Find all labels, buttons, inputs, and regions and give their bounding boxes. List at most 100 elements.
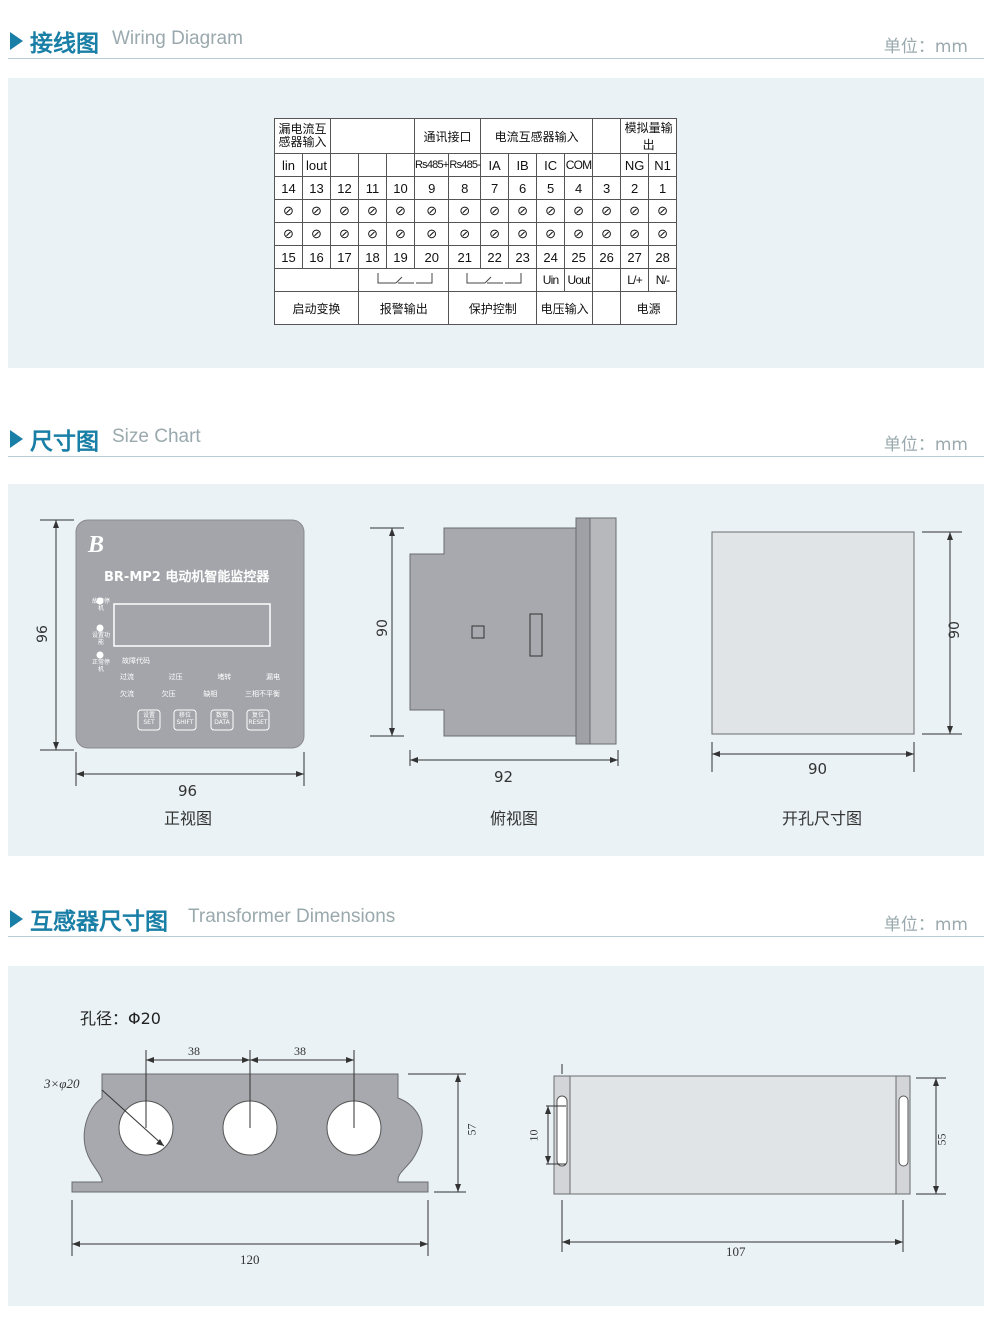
- fault-code-title: 故障代码: [122, 657, 150, 665]
- fault-code: 过压: [168, 673, 183, 681]
- group-protect-control: 保护控制: [448, 291, 538, 325]
- terminal-number: 7: [480, 176, 510, 200]
- screw-icon: ⊘: [330, 199, 359, 223]
- group-alarm-out: 报警输出: [357, 291, 450, 325]
- terminal-number: 26: [592, 245, 622, 269]
- section-title-cn: 互感器尺寸图: [30, 909, 168, 935]
- fault-code: 缺相: [203, 690, 218, 698]
- section-title-en: Wiring Diagram: [112, 28, 243, 49]
- button-cn: 数据: [215, 712, 228, 719]
- screw-icon: ⊘: [620, 199, 650, 223]
- front-view-logo: B: [88, 532, 105, 558]
- section-title-cn: 接线图: [30, 31, 99, 57]
- cutout-view-drawing: [711, 531, 962, 772]
- terminal-number: 1: [648, 176, 678, 200]
- signal-lout: lout: [302, 153, 331, 177]
- group-leak-input: 漏电流互感器输入: [274, 118, 331, 154]
- terminal-number: 2: [620, 176, 650, 200]
- front-view-drawing: [40, 519, 305, 786]
- terminal-number: 28: [648, 245, 678, 269]
- section-header-transformer: 互感器尺寸图 Transformer Dimensions 单位：mm: [8, 892, 984, 937]
- unit-label: 单位：mm: [883, 915, 968, 935]
- right-height-dim: 55: [934, 1133, 949, 1146]
- fault-code: 漏电: [265, 673, 280, 681]
- terminal-number: 22: [480, 245, 510, 269]
- top-view-drawing: [370, 517, 619, 766]
- relay-contact-icon: [357, 268, 450, 292]
- group-ct-input: 电流互感器输入: [480, 118, 594, 154]
- screw-icon: ⊘: [648, 199, 678, 223]
- screw-icon: ⊘: [508, 199, 538, 223]
- screw-icon: ⊘: [302, 199, 331, 223]
- front-view-caption: 正视图: [164, 809, 213, 828]
- front-dim-width: 96: [178, 782, 198, 800]
- group-start-convert: 启动变换: [274, 291, 359, 325]
- button-en: SHIFT: [176, 719, 194, 726]
- fault-code-row-2: 欠流 欠压 缺相 三相不平衡: [120, 689, 280, 699]
- cutout-view-caption: 开孔尺寸图: [782, 809, 863, 828]
- screw-icon: ⊘: [358, 199, 387, 223]
- section-title-cn: 尺寸图: [30, 429, 99, 455]
- screw-icon: ⊘: [536, 222, 566, 246]
- terminal-number: 15: [274, 245, 303, 269]
- terminal-number: 12: [330, 176, 359, 200]
- front-view-model: BR-MP2 电动机智能监控器: [104, 570, 270, 585]
- fault-code-row-1: 过流 过压 堵转 漏电: [120, 672, 280, 682]
- screw-icon: ⊘: [564, 222, 594, 246]
- signal-uin: Uin: [536, 268, 566, 292]
- screw-icon: ⊘: [330, 222, 359, 246]
- group-analog-out: 模拟量输出: [620, 118, 678, 154]
- signal-n-minus: N/-: [648, 268, 678, 292]
- slot-dim: 10: [526, 1129, 541, 1142]
- terminal-number: 23: [508, 245, 538, 269]
- signal-ia: IA: [480, 153, 510, 177]
- fault-code: 过流: [120, 673, 134, 681]
- signal-com: COM: [564, 153, 594, 177]
- screw-icon: ⊘: [480, 199, 510, 223]
- terminal-number: 21: [448, 245, 482, 269]
- section-header-size: 尺寸图 Size Chart 单位：mm: [8, 412, 984, 457]
- screw-icon: ⊘: [358, 222, 387, 246]
- terminal-number: 8: [448, 176, 482, 200]
- relay-contact-icon: [448, 268, 538, 292]
- button-en: RESET: [248, 719, 268, 726]
- terminal-number: 5: [536, 176, 566, 200]
- terminal-number: 18: [358, 245, 387, 269]
- fault-code: 三相不平衡: [244, 690, 280, 698]
- left-height-dim: 57: [464, 1123, 479, 1136]
- terminal-number: 4: [564, 176, 594, 200]
- group-comm: 通讯接口: [413, 118, 482, 154]
- group-power: 电源: [620, 291, 678, 325]
- led-label: 故障停机: [91, 598, 110, 612]
- led-label: 正常停机: [91, 659, 110, 673]
- terminal-number: 19: [386, 245, 415, 269]
- top-view-caption: 俯视图: [490, 809, 539, 828]
- button-cn: 移位: [178, 712, 191, 719]
- terminal-number: 24: [536, 245, 566, 269]
- terminal-number: 11: [358, 176, 387, 200]
- triangle-bullet-icon: [10, 430, 23, 448]
- terminal-number: 14: [274, 176, 303, 200]
- terminal-number: 16: [302, 245, 331, 269]
- signal-rs485-minus: Rs485-: [448, 153, 482, 177]
- screw-icon: ⊘: [620, 222, 650, 246]
- fault-code: 欠流: [120, 690, 134, 698]
- section-header-wiring: 接线图 Wiring Diagram 单位：mm: [8, 14, 984, 59]
- terminal-number: 13: [302, 176, 331, 200]
- screw-icon: ⊘: [648, 222, 678, 246]
- signal-lin: lin: [274, 153, 303, 177]
- transformer-front-drawing: [71, 1050, 466, 1256]
- signal-ib: IB: [508, 153, 538, 177]
- screw-icon: ⊘: [448, 199, 482, 223]
- signal-ng: NG: [620, 153, 650, 177]
- hole-spacing-1: 38: [188, 1044, 200, 1058]
- hole-spacing-2: 38: [294, 1044, 306, 1058]
- terminal-number: 17: [330, 245, 359, 269]
- screw-icon: ⊘: [413, 222, 450, 246]
- signal-rs485-plus: Rs485+: [413, 153, 450, 177]
- hole-diameter-label: 孔径：Φ20: [80, 1009, 161, 1028]
- terminal-number: 6: [508, 176, 538, 200]
- unit-label: 单位：mm: [883, 435, 968, 455]
